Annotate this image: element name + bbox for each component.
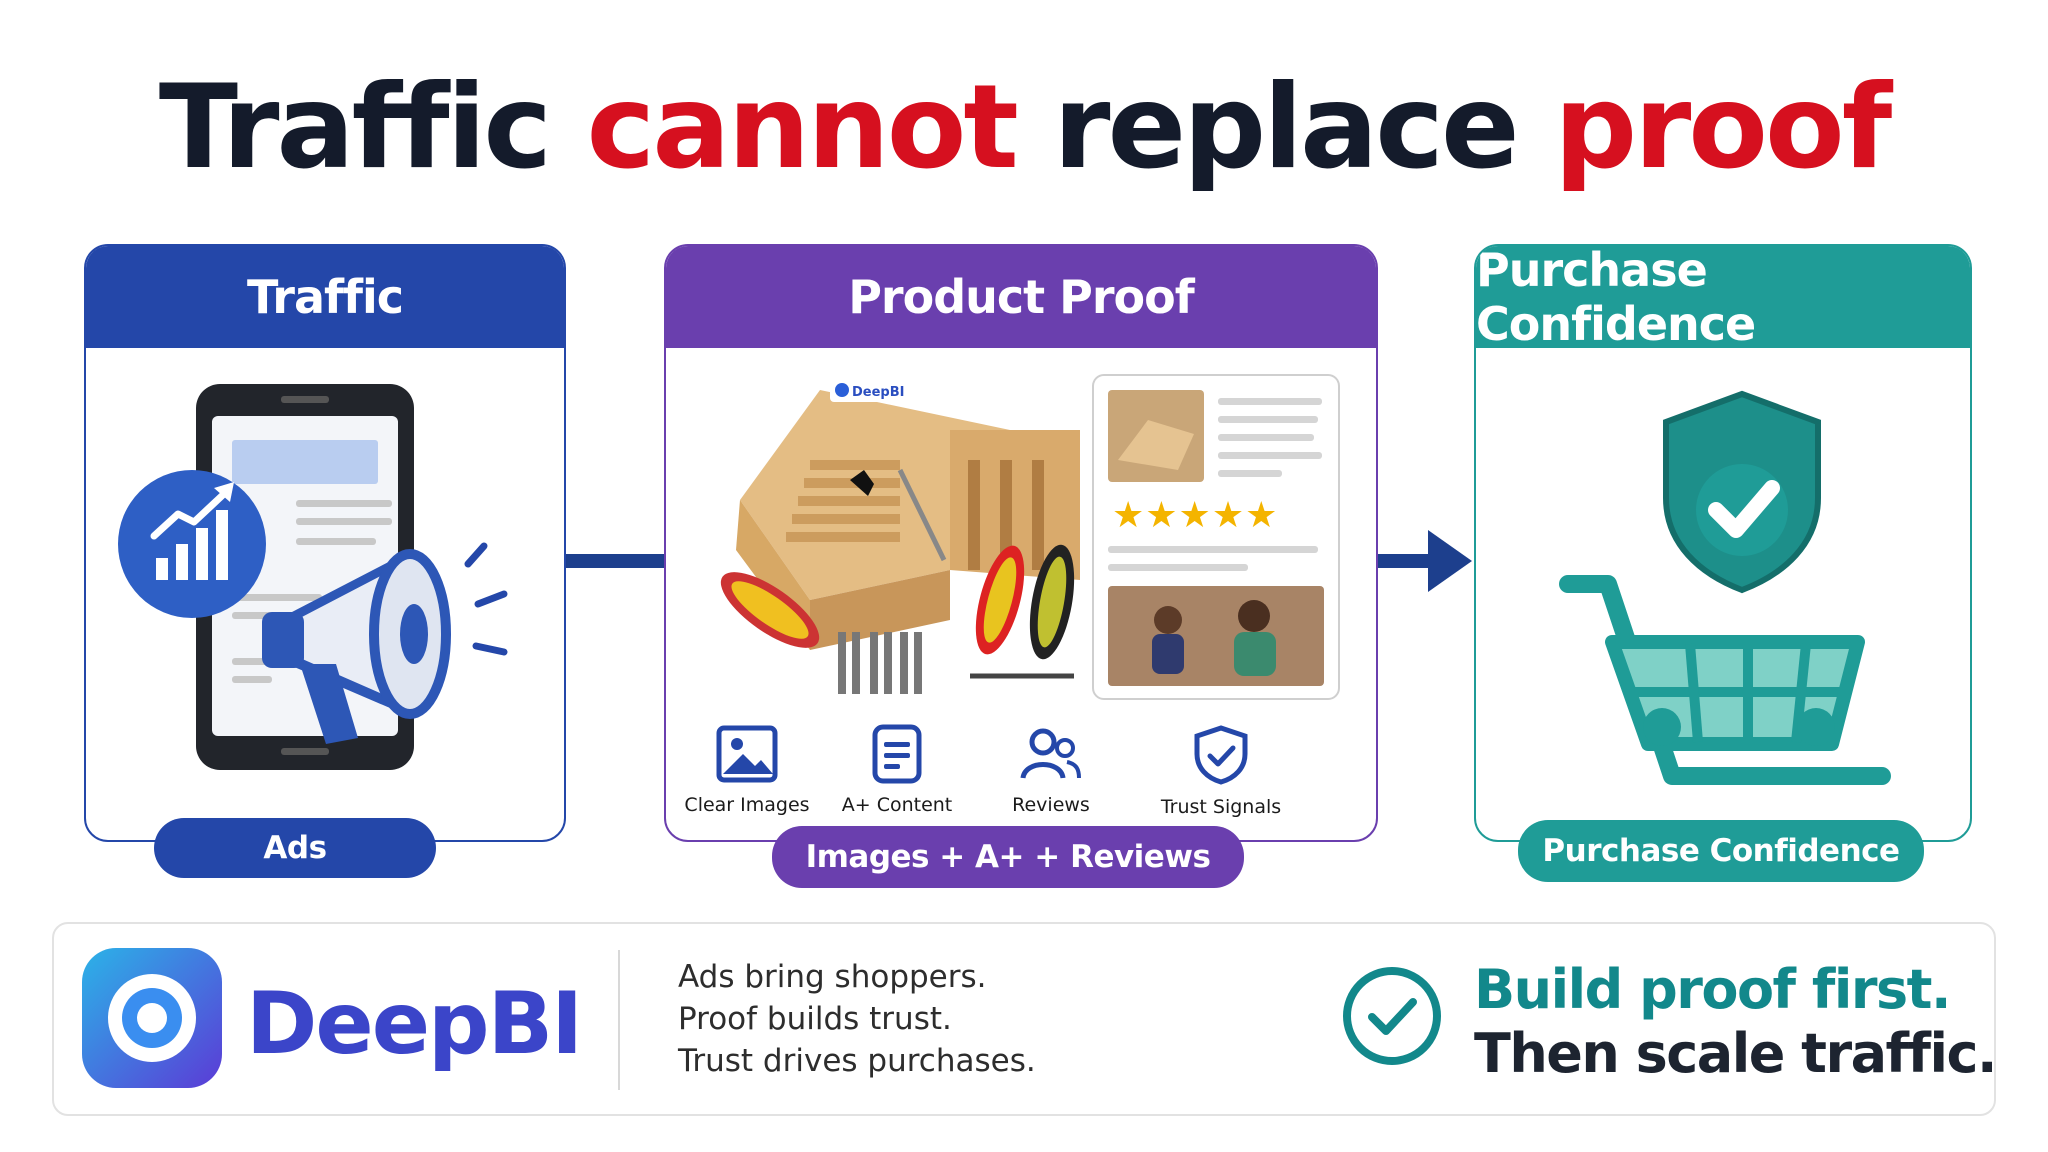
review-photo-skatepark — [1108, 390, 1204, 482]
headline-word-4: proof — [1554, 60, 1892, 195]
review-card: ★★★★★ — [1092, 374, 1340, 700]
cart-shield-illustration — [1559, 390, 1891, 833]
fingerboard-icon — [720, 544, 1075, 660]
feature-trust-signals: Trust Signals — [1146, 724, 1296, 818]
headline: Traffic cannot replace proof — [0, 70, 2048, 186]
growth-chart-icon — [118, 470, 266, 618]
megaphone-icon — [262, 542, 508, 744]
brand-name: DeepBI — [246, 974, 583, 1074]
review-text-lines — [1218, 398, 1322, 477]
document-icon — [872, 724, 922, 784]
rails-parts-icon — [838, 632, 922, 694]
review-summary-lines — [1108, 546, 1318, 571]
headline-word-2: cannot — [586, 60, 1019, 195]
shield-check-icon — [1194, 725, 1248, 785]
footer-taglines: Ads bring shoppers. Proof builds trust. … — [678, 956, 1036, 1082]
tagline-line: Ads bring shoppers. — [678, 959, 987, 995]
purchase-confidence-panel-title: Purchase Confidence — [1476, 246, 1970, 351]
feature-a-plus-content: A+ Content — [822, 724, 972, 816]
five-star-rating-icon: ★★★★★ — [1112, 494, 1279, 535]
traffic-panel-title: Traffic — [86, 246, 564, 348]
footer-banner — [52, 922, 1996, 1116]
feature-label: Trust Signals — [1160, 796, 1282, 818]
shield-check-icon — [1663, 390, 1821, 594]
skater-silhouette-icon — [850, 470, 874, 496]
feature-label: A+ Content — [841, 794, 953, 816]
arrow-right-icon — [1428, 530, 1472, 592]
deepbi-mini-logo-icon — [835, 383, 849, 397]
feature-label: Reviews — [1012, 794, 1090, 816]
feature-clear-images: Clear Images — [672, 724, 822, 816]
footer-divider — [618, 950, 620, 1090]
image-icon — [716, 725, 778, 783]
proof-pill: Images + A+ + Reviews — [772, 826, 1244, 888]
headline-word-3: replace — [1053, 60, 1519, 195]
feature-label: Clear Images — [684, 794, 810, 816]
cta-line-1: Build proof first. — [1474, 958, 1951, 1021]
skatepark-product-image: DeepBI — [720, 378, 1080, 694]
deepbi-logo-icon — [82, 948, 222, 1088]
feature-reviews: Reviews — [976, 724, 1126, 816]
ads-pill: Ads — [154, 818, 436, 878]
phone-ad-illustration — [118, 384, 508, 770]
confidence-pill: Purchase Confidence — [1518, 820, 1924, 882]
cta-line-2: Then scale traffic. — [1474, 1022, 1998, 1085]
connector-proof-confidence — [1378, 554, 1436, 568]
review-photo-family — [1108, 586, 1324, 686]
traffic-panel: Traffic — [84, 244, 566, 842]
product-proof-panel-title: Product Proof — [666, 246, 1376, 348]
headline-word-1: Traffic — [158, 60, 552, 195]
users-icon — [1020, 728, 1081, 779]
tagline-line: Trust drives purchases. — [678, 1043, 1036, 1079]
connector-traffic-proof — [566, 554, 664, 568]
check-circle-icon — [1343, 967, 1441, 1065]
purchase-confidence-panel: Purchase Confidence — [1474, 244, 1972, 842]
product-logo-text: DeepBI — [852, 385, 904, 400]
cart-wheels-icon — [1643, 708, 1835, 746]
tagline-line: Proof builds trust. — [678, 1001, 952, 1037]
